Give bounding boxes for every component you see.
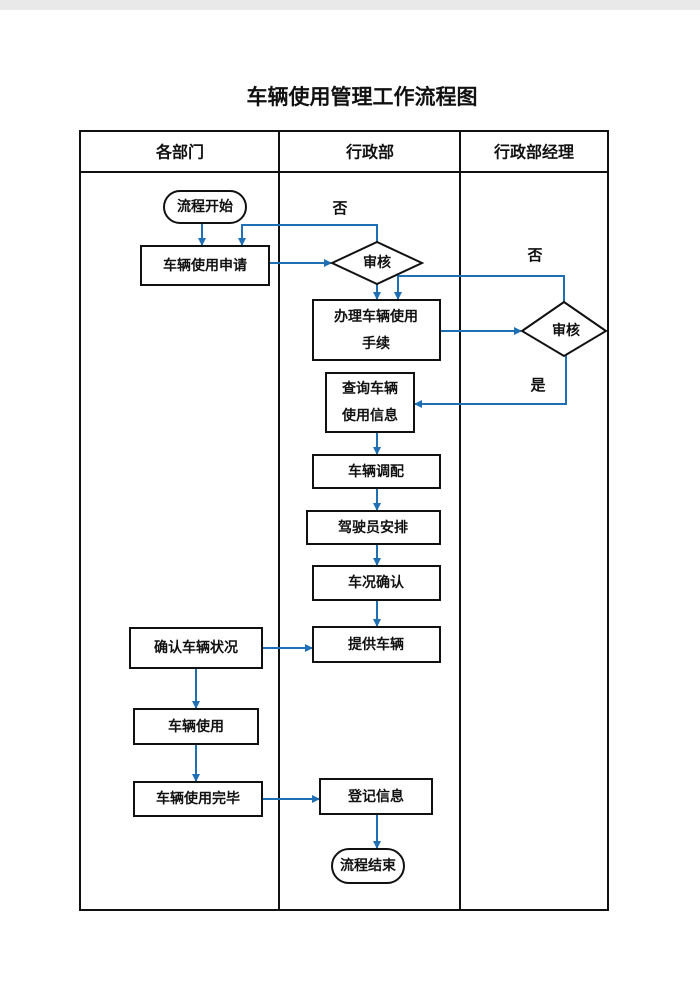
top-bar (0, 0, 700, 10)
decision-review-2: 审核 (520, 300, 608, 358)
arrow-reject-2 (394, 275, 565, 302)
arrow-reject-1 (238, 224, 378, 246)
arrow-approve-2 (414, 355, 567, 408)
node-process-procedure: 办理车辆使用 手续 (312, 299, 441, 361)
node-label: 审核 (363, 254, 391, 271)
node-label: 驾驶员安排 (337, 519, 408, 536)
swimlane-frame (79, 130, 609, 911)
node-register: 登记信息 (319, 778, 433, 815)
node-apply: 车辆使用申请 (140, 245, 270, 286)
node-use: 车辆使用 (133, 708, 259, 745)
decision-review-1: 审核 (329, 240, 425, 286)
node-start: 流程开始 (163, 190, 247, 224)
node-query: 查询车辆 使用信息 (325, 372, 415, 433)
node-end: 流程结束 (331, 848, 405, 884)
connectors (192, 223, 567, 849)
node-label: 审核 (552, 322, 580, 339)
node-driver: 驾驶员安排 (306, 510, 441, 545)
node-check: 车况确认 (312, 565, 441, 601)
label-yes-2: 是 (529, 376, 546, 394)
label-no-2: 否 (526, 246, 542, 264)
node-label: 流程结束 (340, 857, 397, 874)
node-label: 车辆使用完毕 (156, 790, 240, 807)
node-label: 登记信息 (347, 788, 404, 805)
node-label: 流程开始 (177, 198, 233, 215)
node-label: 提供车辆 (348, 636, 404, 653)
label-no-1: 否 (331, 199, 347, 217)
lane-header-departments: 各部门 (155, 143, 204, 162)
lane-header-admin-manager: 行政部经理 (493, 143, 574, 162)
node-provide: 提供车辆 (312, 626, 441, 663)
node-label: 车况确认 (348, 574, 405, 591)
node-label: 确认车辆状况 (154, 639, 238, 656)
diagram-title: 车辆使用管理工作流程图 (247, 85, 478, 109)
node-dispatch: 车辆调配 (312, 454, 441, 489)
node-label: 办理车辆使用 (334, 308, 418, 325)
node-done: 车辆使用完毕 (133, 781, 263, 817)
lane-header-admin: 行政部 (345, 143, 394, 162)
node-confirm: 确认车辆状况 (129, 627, 263, 669)
node-label: 车辆使用 (168, 718, 224, 735)
node-label: 使用信息 (341, 407, 398, 424)
node-label: 车辆调配 (348, 463, 404, 480)
node-label: 手续 (362, 335, 390, 352)
node-label: 车辆使用申请 (163, 257, 247, 274)
node-label: 查询车辆 (342, 380, 398, 397)
